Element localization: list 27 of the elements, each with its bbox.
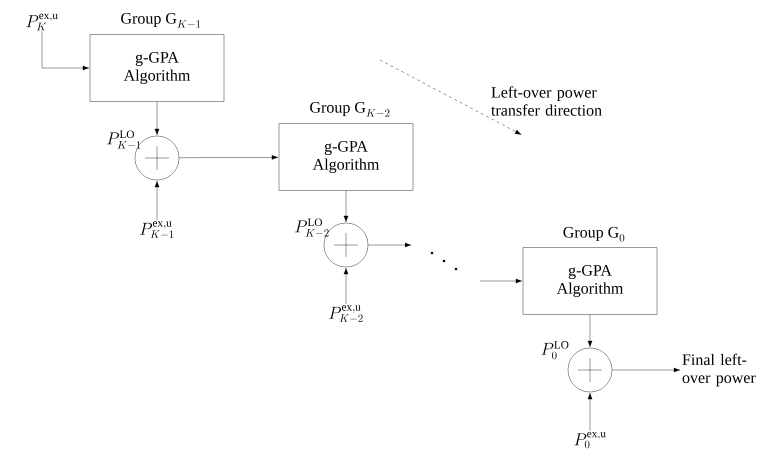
arrow — [344, 268, 348, 304]
arrow — [154, 180, 160, 220]
arrow — [588, 392, 592, 431]
edge-label: $P_{0}^{\mathrm{LO}}$ — [541, 341, 568, 360]
process-box: g-GPA Algorithm — [522, 247, 658, 315]
arrow — [344, 190, 348, 222]
group-heading: $\mathrm{Group\ G}_{K-1}$ — [121, 13, 200, 28]
power-label: $P_{K-1}^{\mathrm{ex,u}}$ — [140, 221, 174, 238]
arrow — [588, 314, 592, 348]
arrow — [42, 31, 90, 70]
arrow — [154, 102, 160, 136]
arrow — [179, 155, 278, 160]
group-heading: $\mathrm{Group\ G}_{K-2}$ — [310, 102, 390, 117]
output-label: Final left-over power — [682, 354, 756, 386]
arrow — [368, 242, 412, 248]
power-label: $P_{K-2}^{\mathrm{ex,u}}$ — [329, 305, 363, 322]
process-box: g-GPA Algorithm — [90, 34, 224, 102]
arrow — [480, 278, 522, 284]
summing-junction — [568, 348, 612, 392]
power-label: $P_{0}^{\mathrm{ex,u}}$ — [574, 432, 606, 448]
arrow — [612, 368, 680, 372]
edge-label: $P_{K-1}^{\mathrm{LO}}$ — [107, 130, 140, 149]
process-box: g-GPA Algorithm — [278, 123, 414, 191]
edge-label: $P_{K-2}^{\mathrm{LO}}$ — [295, 218, 329, 237]
power-label: $P_K^{\mathrm{ex,u}}$ — [26, 14, 58, 30]
group-heading: $\mathrm{Group\ G}_{0}$ — [563, 226, 624, 242]
direction-note: Left-over power transfer direction — [491, 86, 602, 116]
